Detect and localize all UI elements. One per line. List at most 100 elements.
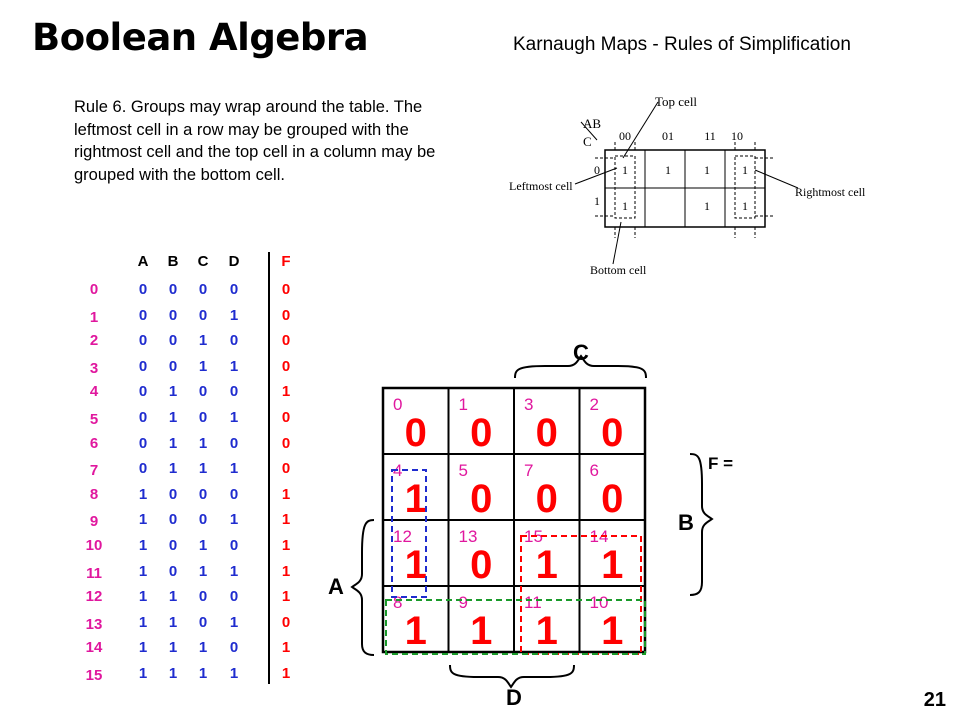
bottom-cell-label: Bottom cell (590, 263, 647, 277)
table-f-value: 0 (281, 409, 291, 426)
slide-number: 21 (923, 689, 946, 711)
table-bit: 0 (168, 511, 178, 529)
table-bit: 0 (198, 383, 208, 401)
truth-table-header: C (197, 253, 209, 270)
kmap-cell-value: 0 (470, 543, 492, 587)
table-f-value: 1 (281, 588, 291, 606)
table-bit: 0 (229, 332, 239, 350)
kmap-cell-index: 1 (459, 395, 468, 414)
kmap-cell-value: 1 (601, 543, 623, 587)
table-f-value: 1 (281, 665, 291, 682)
table-bit: 1 (229, 357, 239, 375)
kmap-cell-value: 1 (405, 543, 427, 587)
row-header: 0 (594, 163, 600, 177)
col-vars-label: AB (583, 116, 601, 131)
leftmost-pointer (574, 167, 618, 185)
table-bit: 1 (229, 460, 239, 478)
table-bit: 1 (198, 332, 208, 350)
table-f-value: 1 (281, 511, 291, 529)
kmap-cell-index: 0 (393, 395, 402, 414)
table-bit: 0 (138, 460, 148, 478)
truth-table-header: F (281, 253, 291, 270)
table-bit: 0 (229, 588, 239, 606)
table-bit: 0 (229, 485, 239, 503)
col-header: 00 (619, 129, 631, 143)
table-bit: 0 (198, 409, 208, 426)
row-var-label: C (583, 134, 592, 149)
table-bit: 0 (168, 332, 178, 350)
table-f-value: 1 (281, 639, 291, 657)
table-bit: 0 (138, 434, 148, 452)
table-bit: 1 (138, 639, 148, 657)
table-bit: 1 (198, 434, 208, 452)
table-bit: 1 (168, 409, 178, 426)
table-bit: 1 (138, 537, 148, 554)
kmap-cell-index: 3 (524, 395, 533, 414)
diagram-cell: 1 (665, 163, 671, 177)
table-bit: 1 (229, 613, 239, 631)
row-index: 5 (89, 411, 99, 428)
table-bit: 1 (229, 511, 239, 529)
table-bit: 1 (168, 613, 178, 631)
kmap-cell-index: 2 (590, 395, 599, 414)
brace-d (449, 664, 575, 689)
kmap-cell-index: 7 (524, 461, 533, 480)
kmap-cell-index: 5 (459, 461, 468, 480)
table-bit: 1 (198, 639, 208, 657)
table-bit: 0 (138, 332, 148, 350)
table-bit: 0 (198, 511, 208, 529)
kmap-cell-index: 14 (590, 527, 609, 546)
label-b: B (678, 510, 694, 535)
brace-a (350, 519, 375, 656)
table-bit: 0 (198, 485, 208, 503)
kmap-cell-value: 0 (470, 477, 492, 521)
table-bit: 1 (138, 562, 148, 580)
table-f-value: 0 (281, 281, 291, 298)
row-index: 2 (89, 332, 99, 350)
label-c: C (573, 340, 589, 365)
table-bit: 0 (229, 383, 239, 401)
table-bit: 1 (229, 306, 239, 324)
table-bit: 0 (138, 357, 148, 375)
left-group-dash (614, 155, 636, 219)
table-bit: 0 (168, 537, 178, 554)
table-f-value: 1 (281, 537, 291, 554)
table-bit: 1 (168, 665, 178, 682)
slide-subtitle: Karnaugh Maps - Rules of Simplification (513, 34, 851, 55)
diagram-cell: 1 (622, 163, 628, 177)
label-a: A (328, 574, 344, 599)
table-f-value: 0 (281, 434, 291, 452)
kmap-cell-index: 8 (393, 593, 402, 612)
table-f-value: 1 (281, 562, 291, 580)
kmap-cell-value: 0 (536, 477, 558, 521)
table-bit: 0 (168, 562, 178, 580)
table-separator (268, 252, 270, 684)
kmap-cell-index: 10 (590, 593, 609, 612)
brace-c (514, 354, 647, 379)
kmap-cell-index: 9 (459, 593, 468, 612)
table-f-value: 0 (281, 357, 291, 375)
group-square-red (520, 535, 642, 655)
row-index: 6 (89, 434, 99, 452)
col-header: 10 (731, 129, 743, 143)
kmap-cell-value: 1 (536, 609, 558, 653)
table-bit: 1 (198, 562, 208, 580)
table-bit: 0 (168, 281, 178, 298)
kmap-cell-value: 1 (536, 543, 558, 587)
row-index: 11 (86, 564, 102, 582)
kmap-cell-value: 0 (601, 411, 623, 455)
group-row-green (385, 599, 646, 655)
kmap-cell-value: 0 (470, 411, 492, 455)
kmap-cell-value: 1 (601, 609, 623, 653)
table-bit: 1 (168, 588, 178, 606)
diagram-cell: 1 (704, 163, 710, 177)
kmap-cell-value: 1 (405, 609, 427, 653)
right-group-dash (734, 155, 756, 219)
row-index: 10 (85, 537, 103, 554)
table-bit: 1 (198, 460, 208, 478)
table-bit: 0 (168, 485, 178, 503)
row-index: 13 (85, 615, 103, 633)
leftmost-label: Leftmost cell (509, 179, 573, 193)
table-f-value: 1 (281, 485, 291, 503)
